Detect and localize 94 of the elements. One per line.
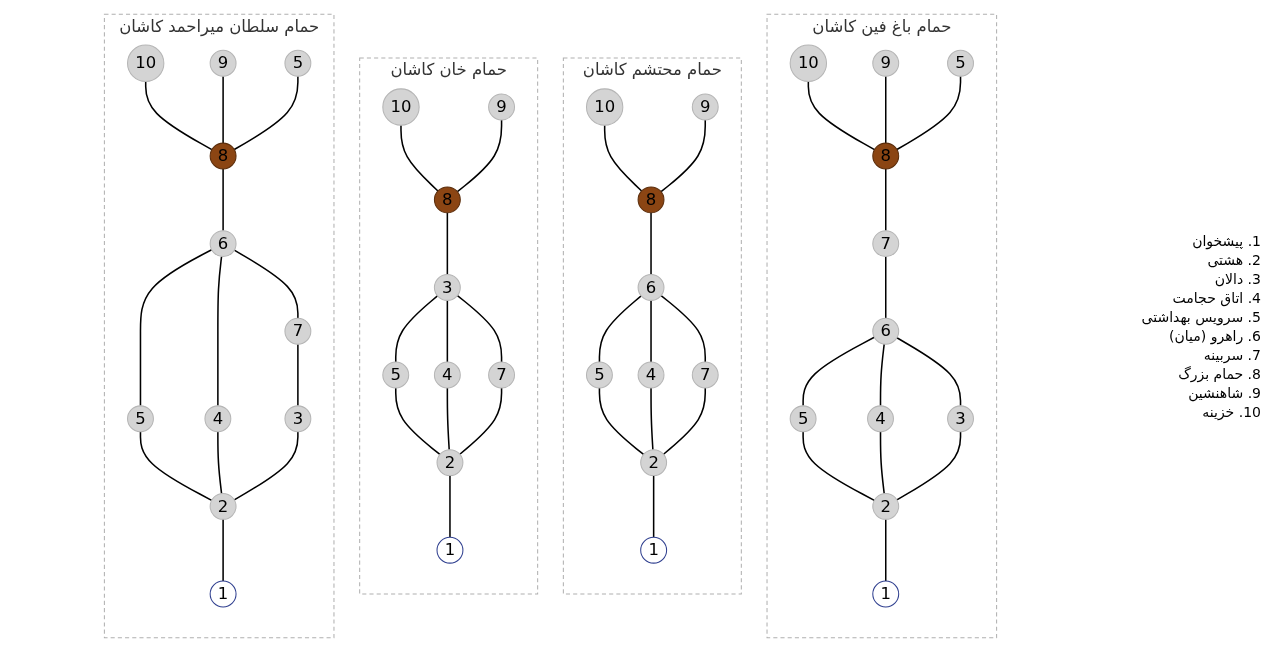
connector	[879, 431, 885, 495]
connector	[217, 255, 223, 407]
legend-entry: 3. دالان	[1213, 270, 1261, 287]
connector	[603, 124, 643, 192]
node-circle: 9	[872, 49, 900, 77]
node-circle: 5	[585, 361, 613, 389]
connector	[395, 295, 439, 363]
connector	[896, 431, 962, 501]
connector	[662, 387, 706, 455]
connector	[222, 168, 224, 232]
connector	[598, 295, 642, 363]
node-circle: 6	[209, 230, 237, 258]
node-circle: 9	[209, 49, 237, 77]
connector	[456, 119, 503, 193]
connector	[449, 474, 451, 538]
node-circle: 2	[209, 492, 237, 520]
connector	[217, 431, 223, 495]
node-circle: 7	[691, 361, 719, 389]
connector	[459, 387, 503, 455]
connector	[807, 80, 876, 151]
node-circle: 1	[436, 536, 464, 564]
connector	[456, 294, 503, 363]
node-circle: 10	[127, 44, 165, 82]
legend-entry: 6. راهرو (میان)	[1168, 327, 1261, 344]
connector	[297, 343, 299, 407]
node-circle: 10	[382, 88, 420, 126]
legend-entry: 7. سربینه	[1202, 346, 1261, 363]
node-circle: 8	[433, 186, 461, 214]
connector	[222, 75, 224, 144]
node-circle: 3	[284, 405, 312, 433]
connector	[144, 80, 213, 151]
connector	[446, 299, 449, 363]
node-circle: 2	[436, 449, 464, 477]
connector	[598, 387, 645, 456]
node-circle: 10	[789, 44, 828, 82]
connector	[650, 299, 652, 363]
connector	[879, 343, 885, 407]
connector	[884, 75, 887, 144]
node-circle: 7	[488, 361, 516, 389]
node-circle: 3	[433, 273, 461, 301]
node-circle: 3	[947, 405, 974, 433]
node-circle: 4	[433, 361, 461, 389]
node-circle: 1	[209, 580, 237, 608]
connector	[650, 212, 652, 276]
node-circle: 5	[789, 405, 817, 433]
node-circle: 5	[127, 405, 154, 433]
node-circle: 10	[585, 88, 624, 126]
node-circle: 1	[872, 580, 900, 608]
connector	[650, 387, 654, 451]
connector	[802, 336, 876, 407]
node-circle: 5	[284, 49, 312, 77]
connector	[400, 124, 439, 192]
node-circle: 2	[640, 449, 668, 477]
node-circle: 4	[867, 405, 894, 433]
connector	[884, 255, 887, 320]
legend-entry: 2. هشتی	[1206, 251, 1261, 268]
connector	[233, 249, 299, 320]
legend-entry: 5. سرویس بهداشتی	[1140, 308, 1261, 325]
node-circle: 6	[637, 273, 665, 301]
node-circle: 8	[872, 142, 900, 170]
legend-entry: 10. خزینه	[1201, 403, 1261, 420]
node-circle: 6	[872, 317, 900, 345]
connector	[233, 75, 299, 151]
connector	[652, 474, 655, 538]
connector	[222, 518, 224, 582]
connector	[884, 168, 887, 232]
node-circle: 1	[640, 536, 668, 564]
node-circle: 5	[382, 361, 410, 389]
connector	[139, 431, 213, 502]
node-circle: 8	[637, 186, 665, 214]
connector	[139, 248, 213, 407]
legend-entry: 1. پیشخوان	[1191, 232, 1261, 249]
node-circle: 4	[204, 405, 232, 433]
connector	[802, 431, 876, 502]
connector	[446, 387, 450, 451]
connector	[446, 212, 449, 276]
node-circle: 2	[872, 492, 900, 520]
node-circle: 5	[947, 49, 974, 77]
connector	[660, 294, 706, 363]
connector	[395, 387, 441, 456]
legend-entry: 8. حمام بزرگ	[1177, 365, 1261, 382]
node-circle: 7	[284, 317, 312, 345]
connector	[233, 431, 299, 501]
legend-entry: 4. اتاق حجامت	[1171, 289, 1261, 306]
node-circle: 8	[209, 142, 237, 170]
legend-entry: 9. شاهنشین	[1187, 384, 1261, 401]
connector	[896, 337, 962, 407]
connector	[884, 518, 887, 582]
node-circle: 9	[488, 93, 516, 121]
node-circle: 4	[637, 361, 665, 389]
node-circle: 9	[691, 93, 719, 121]
connector	[660, 119, 706, 193]
node-circle: 7	[872, 230, 900, 258]
connector	[896, 75, 962, 151]
